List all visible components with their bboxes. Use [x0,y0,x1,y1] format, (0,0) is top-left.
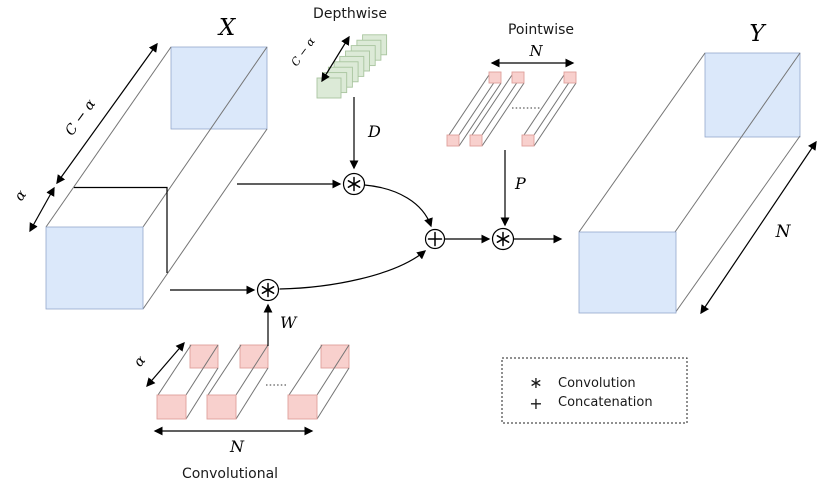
convolution-symbol-icon: ∗ [529,373,542,392]
depthwise-operator-label: D [367,122,381,141]
conv-alpha-dim: α [131,352,150,370]
conv-to-concat-curve [279,250,427,290]
tensor-x-edge-top-right [142,46,268,228]
depthwise-title: Depthwise [313,6,387,22]
legend-concatenation-label: Concatenation [558,395,653,410]
conv-filter-box [287,344,350,420]
tensor-x-split-line [74,186,168,273]
tensor-x-alpha-dim: α [12,187,31,204]
pointwise-operator-label: P [514,174,526,193]
pointwise-bar [469,71,525,147]
conv-operator-label: W [280,313,298,332]
tensor-x-c-alpha-arrow [56,42,158,185]
depthwise-filter-stack [316,77,342,99]
tensor-y-n-dim: N [775,222,792,242]
pointwise-bar [521,71,577,147]
conv-n-dim: N [229,437,245,456]
conv-filter-box [156,344,219,420]
concatenation-symbol-icon: + [529,394,542,413]
pointwise-bar [446,71,502,147]
convolutional-filters: α N Convolutional W [131,303,350,482]
pointwise-title: Pointwise [508,22,574,38]
tensor-y-back-face [704,52,801,138]
input-tensor-x: X C − α α [12,15,268,310]
output-tensor-y: Y N [578,21,817,315]
tensor-x-edge-bottom-right [142,128,268,310]
tensor-x-alpha-arrow [29,186,55,233]
tensor-y-label: Y [749,21,767,47]
legend: ∗ Convolution + Concatenation [501,357,688,424]
conv-filter-box [206,344,269,420]
pointwise-filters: Pointwise N P [446,22,577,227]
depthwise-filters: Depthwise C − α D [288,6,388,170]
operation-nodes [256,172,515,302]
depthwise-convolution-node [342,172,366,196]
depthwise-c-alpha-dim: C − α [288,35,318,69]
tensor-x-edge-top-left [45,46,172,228]
flow-arrows [170,179,563,295]
tensor-x-label: X [217,15,237,41]
pointwise-n-dim: N [528,42,543,60]
legend-convolution-label: Convolution [558,376,636,391]
depthwise-to-concat-curve [364,184,433,228]
legend-box [501,357,688,424]
conv-alpha-arrow [146,341,185,388]
pointwise-convolution-node [491,227,515,251]
depthwise-c-alpha-arrow [321,35,350,83]
spatial-convolution-node [256,278,280,302]
tensor-y-n-arrow [700,140,817,315]
tensor-x-front-face [45,226,144,310]
concatenation-node [424,228,446,250]
tensor-y-front-face [578,231,677,314]
tensor-x-back-face [170,46,268,130]
convolutional-title: Convolutional [182,466,278,482]
tensor-y-edge-top-left [578,52,706,233]
